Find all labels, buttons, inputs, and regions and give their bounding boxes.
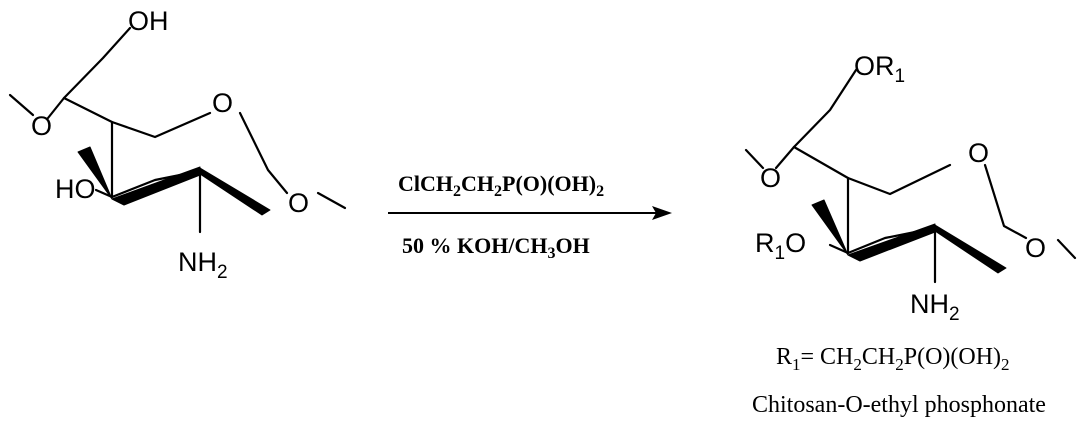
product-bond — [792, 68, 858, 149]
reactant-glycosidic-oxygen-label: O — [31, 111, 52, 141]
reagent-top-label: ClCH2CH2P(O)(OH)2 — [398, 171, 604, 200]
product-wedge-bond — [811, 199, 849, 256]
reactant-wedge-bond — [111, 166, 201, 206]
product-or1-label: OR1 — [854, 51, 905, 87]
reactant-wedge-bond — [199, 167, 271, 216]
product-structure: OR1 O O R1O O NH2 — [744, 51, 1077, 325]
product-anomeric-oxygen-label: O — [1025, 233, 1046, 263]
reactant-bond — [316, 191, 347, 210]
reactant-hydroxyl-label: OH — [128, 6, 169, 36]
product-bond — [846, 163, 952, 196]
product-wedge-bond — [847, 223, 936, 262]
product-bond — [774, 145, 937, 255]
product-amine-label: NH2 — [910, 289, 960, 325]
reactant-anomeric-oxygen-label: O — [288, 188, 309, 218]
product-glycosidic-oxygen-label: O — [760, 163, 781, 193]
reagent-bottom-label: 50 % KOH/CH3OH — [402, 233, 590, 262]
product-name: Chitosan-O-ethyl phosphonate — [752, 392, 1046, 418]
r1-definition: R1= CH2CH2P(O)(OH)2 — [776, 344, 1010, 374]
product-bond — [744, 148, 765, 170]
reactant-amine-label: NH2 — [178, 247, 228, 283]
product-wedge-bond — [934, 224, 1007, 274]
reactant-ho-label: HO — [55, 174, 96, 204]
reaction-arrow — [388, 206, 672, 220]
product-bond — [983, 163, 1028, 240]
product-r1o-label: R1O — [755, 228, 806, 264]
reactant-bond — [46, 96, 202, 199]
reactant-bond — [8, 93, 35, 117]
reactant-bond — [62, 26, 132, 100]
reactant-wedge-bond — [77, 146, 113, 200]
reactant-bond — [110, 111, 212, 139]
reactant-structure: OH O O HO O NH2 — [8, 6, 347, 283]
reactant-bond — [238, 111, 289, 195]
product-bond — [1056, 238, 1077, 260]
product-ring-oxygen-label: O — [968, 138, 989, 168]
reactant-ring-oxygen-label: O — [212, 88, 233, 118]
arrow-head — [652, 206, 672, 220]
